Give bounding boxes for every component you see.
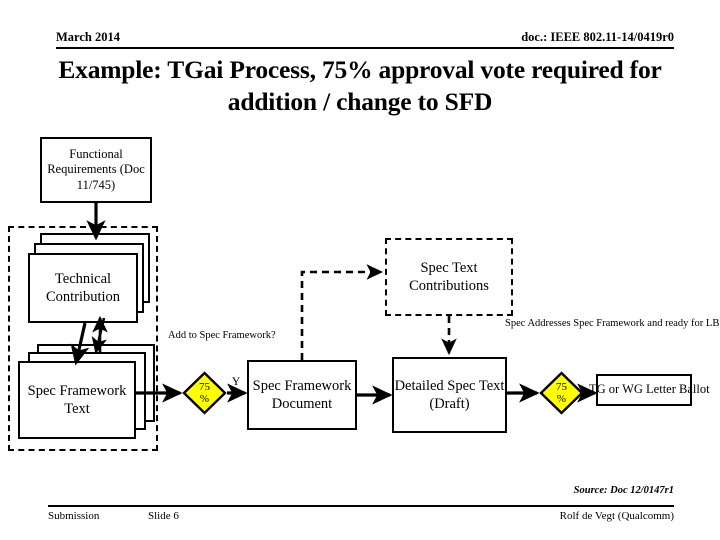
node-spec-framework-document[interactable]: Spec Framework Document [247,360,357,430]
node-spec-framework-text[interactable]: Spec Framework Text [18,361,136,439]
edge-spec-framework-document-to-spec-text-contributions [300,264,384,360]
node-spec-text-contributions[interactable]: Spec Text Contributions [385,238,513,316]
footer-slide-number: Slide 6 [148,510,179,522]
edge-label-yes: Y [231,376,241,388]
header-divider [56,47,674,49]
footer-author: Rolf de Vegt (Qualcomm) [559,510,674,522]
header-doc-number: doc.: IEEE 802.11-14/0419r0 [521,30,674,44]
decision-add-to-sfd-label: Add to Spec Framework? [168,330,276,341]
node-letter-ballot[interactable]: TG or WG Letter Ballot [589,374,710,406]
footer-submission: Submission [48,510,100,522]
decision-add-to-sfd[interactable]: 75 % [182,371,227,415]
page-title: Example: TGai Process, 75% approval vote… [58,55,662,116]
decision-ready-for-lb-label: Spec Addresses Spec Framework and ready … [505,318,720,329]
decision-ready-for-lb[interactable]: 75 % [539,371,584,415]
source-note: Source: Doc 12/0147r1 [573,485,674,496]
contribution-region-boundary [8,226,158,451]
header-date: March 2014 [56,30,120,44]
node-technical-contribution[interactable]: Technical Contribution [28,253,138,323]
node-functional-requirements[interactable]: Functional Requirements (Doc 11/745) [40,137,152,203]
node-detailed-spec-text[interactable]: Detailed Spec Text (Draft) [392,357,507,433]
footer-divider [48,505,674,507]
node-letter-ballot-label: TG or WG Letter Ballot [589,382,710,397]
